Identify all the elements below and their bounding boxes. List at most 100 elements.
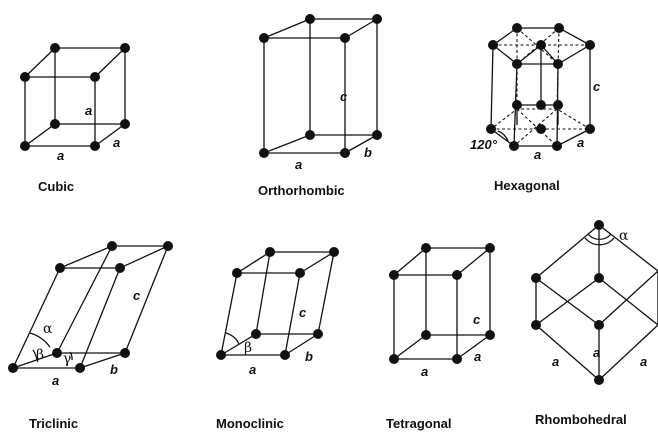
atom <box>120 119 130 129</box>
atom <box>216 350 226 360</box>
triclinic-alpha: α <box>43 321 53 337</box>
cubic-label-a-side: a <box>113 135 120 150</box>
hexagonal-name: Hexagonal <box>494 178 560 193</box>
monoclinic-label-b: b <box>305 349 313 364</box>
monoclinic-name: Monoclinic <box>216 416 284 431</box>
rhombohedral-edges <box>535 224 658 381</box>
atom <box>305 130 315 140</box>
orthorhombic-lattice: a b c Orthorhombic <box>258 14 382 198</box>
triclinic-name: Triclinic <box>29 416 78 431</box>
atom <box>120 348 130 358</box>
atom <box>594 220 604 230</box>
atom <box>329 247 339 257</box>
atom <box>90 141 100 151</box>
hexagonal-lattice: a a c 120° Hexagonal <box>470 23 601 193</box>
atom <box>265 247 275 257</box>
atom <box>20 72 30 82</box>
monoclinic-edges <box>220 251 335 356</box>
monoclinic-lattice: a b c β Monoclinic <box>216 247 339 431</box>
atom <box>452 354 462 364</box>
atom <box>594 320 604 330</box>
atom <box>107 241 117 251</box>
atom <box>536 124 546 134</box>
tetragonal-label-a-bottom: a <box>421 364 428 379</box>
atom <box>488 40 498 50</box>
triclinic-atoms <box>8 241 173 373</box>
cubic-atoms <box>20 43 130 151</box>
hexagonal-label-a-bottom: a <box>534 147 541 162</box>
rhombohedral-lattice: a a a α Rhombohedral <box>531 220 658 427</box>
tetragonal-atoms <box>389 243 495 364</box>
atom <box>340 33 350 43</box>
atom <box>536 40 546 50</box>
tetragonal-label-c: c <box>473 312 481 327</box>
atom <box>340 148 350 158</box>
atom <box>52 348 62 358</box>
atom <box>372 130 382 140</box>
orthorhombic-atoms <box>259 14 382 158</box>
rhombohedral-label-a-center: a <box>593 345 600 360</box>
rhombohedral-alpha: α <box>619 228 629 244</box>
atom <box>585 40 595 50</box>
atom <box>163 241 173 251</box>
triclinic-gamma: γ <box>63 351 71 367</box>
orthorhombic-label-b: b <box>364 145 372 160</box>
atom <box>585 124 595 134</box>
atom <box>485 243 495 253</box>
hexagonal-label-c: c <box>593 79 601 94</box>
atom <box>120 43 130 53</box>
orthorhombic-edges <box>263 18 378 154</box>
atom <box>50 43 60 53</box>
atom <box>452 270 462 280</box>
hexagonal-label-a-side: a <box>577 135 584 150</box>
triclinic-edges <box>12 245 169 369</box>
atom <box>486 124 496 134</box>
atom <box>259 33 269 43</box>
atom <box>531 273 541 283</box>
tetragonal-edges <box>393 247 491 360</box>
atom <box>232 268 242 278</box>
monoclinic-beta: β <box>244 340 252 356</box>
triclinic-lattice: a b c α β γ Triclinic <box>8 241 173 431</box>
monoclinic-label-a: a <box>249 362 256 377</box>
atom <box>313 329 323 339</box>
orthorhombic-name: Orthorhombic <box>258 183 345 198</box>
tetragonal-lattice: a a c Tetragonal <box>386 243 495 431</box>
atom <box>512 23 522 33</box>
cubic-name: Cubic <box>38 179 74 194</box>
cubic-label-a-vertical: a <box>85 103 92 118</box>
rhombohedral-atoms <box>531 220 604 385</box>
monoclinic-atoms <box>216 247 339 360</box>
cubic-label-a-bottom: a <box>57 148 64 163</box>
monoclinic-label-c: c <box>299 305 307 320</box>
atom <box>531 320 541 330</box>
atom <box>295 268 305 278</box>
atom <box>259 148 269 158</box>
orthorhombic-label-a: a <box>295 157 302 172</box>
tetragonal-name: Tetragonal <box>386 416 452 431</box>
atom <box>594 375 604 385</box>
hexagonal-angle-label: 120° <box>470 137 498 152</box>
atom <box>372 14 382 24</box>
rhombohedral-label-a-left: a <box>552 354 559 369</box>
atom <box>421 243 431 253</box>
atom <box>55 263 65 273</box>
atom <box>50 119 60 129</box>
atom <box>389 270 399 280</box>
atom <box>115 263 125 273</box>
triclinic-beta: β <box>36 347 44 363</box>
triclinic-label-b: b <box>110 362 118 377</box>
hexagonal-atoms <box>486 23 595 151</box>
atom <box>75 363 85 373</box>
atom <box>554 23 564 33</box>
atom <box>553 59 563 69</box>
atom <box>389 354 399 364</box>
atom <box>553 100 563 110</box>
atom <box>536 100 546 110</box>
atom <box>305 14 315 24</box>
orthorhombic-label-c: c <box>340 89 348 104</box>
rhombohedral-label-a-right: a <box>640 354 647 369</box>
triclinic-label-c: c <box>133 288 141 303</box>
atom <box>20 141 30 151</box>
